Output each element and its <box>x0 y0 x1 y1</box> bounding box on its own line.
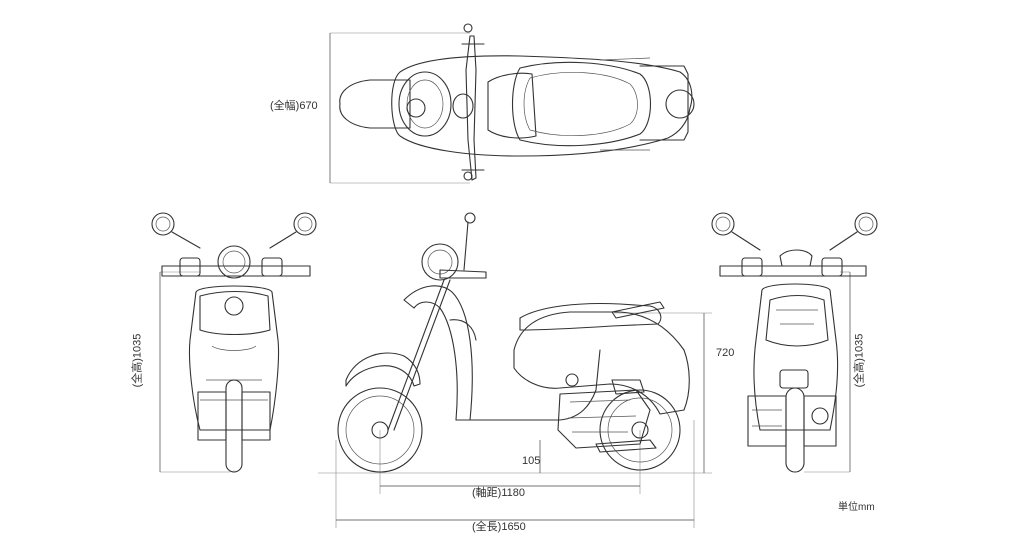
rear-view <box>711 212 878 473</box>
front-height-label: (全高)1035 <box>131 333 144 388</box>
top-view <box>329 23 695 184</box>
unit-note: 単位mm <box>838 502 875 513</box>
top-width-label: (全幅)670 <box>270 100 318 112</box>
wheelbase-label: (軸距)1180 <box>472 487 525 499</box>
side-view <box>318 212 712 528</box>
overall-length-label: (全長)1650 <box>472 521 526 533</box>
ground-clearance-label: 105 <box>522 455 541 467</box>
front-view <box>151 212 317 473</box>
seat-height-label: 720 <box>716 347 735 359</box>
rear-height-label: (全高)1035 <box>853 333 866 388</box>
